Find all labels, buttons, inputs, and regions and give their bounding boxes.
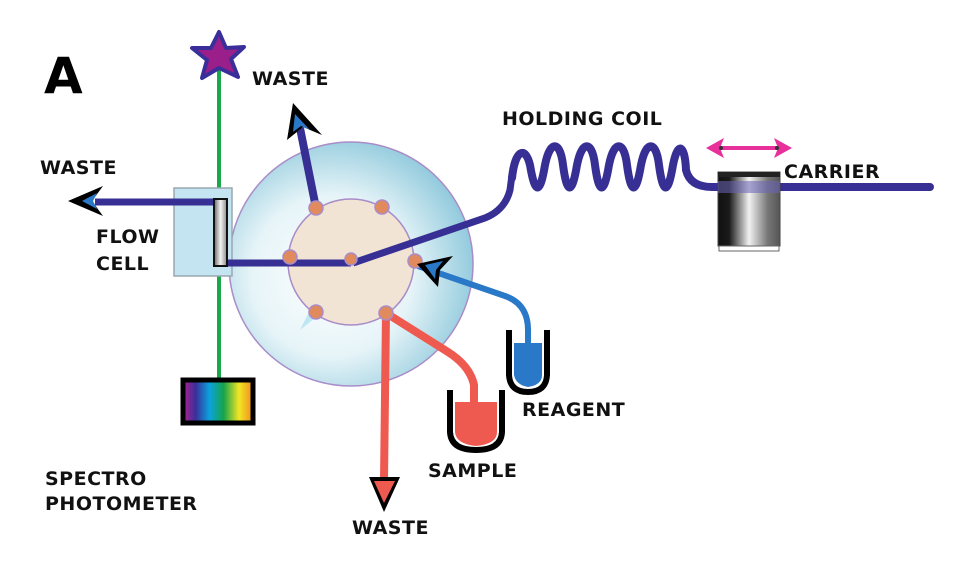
valve-port (374, 199, 390, 215)
label-reagent: REAGENT (522, 399, 625, 421)
reagent-beaker (506, 330, 550, 396)
valve-port (344, 252, 358, 266)
spectrophotometer-detector (180, 377, 256, 426)
label-carrier: CARRIER (784, 161, 880, 183)
valve-port (378, 305, 394, 321)
arrow-reagent-in-icon (417, 256, 453, 287)
sample-liquid (455, 402, 497, 446)
flow-cell-tube (213, 198, 228, 267)
label-spectro-line1: SPECTRO (45, 468, 147, 490)
arrow-waste-top-icon (287, 103, 322, 140)
holding-coil (508, 142, 934, 192)
arrow-waste-bottom-icon (369, 477, 400, 512)
panel-label: A (44, 47, 83, 105)
valve-ports (282, 199, 423, 321)
label-waste-left: WASTE (40, 157, 117, 179)
carrier-pump-base (718, 245, 780, 252)
label-spectro-line2: PHOTOMETER (45, 493, 198, 515)
label-holding-coil: HOLDING COIL (502, 108, 662, 130)
label-sample: SAMPLE (428, 460, 517, 482)
label-flow-cell-line2: CELL (96, 253, 149, 275)
light-source-star-icon (190, 30, 246, 80)
carrier-double-arrow-icon (706, 138, 792, 158)
label-waste-top: WASTE (252, 68, 329, 90)
reagent-liquid (514, 343, 542, 387)
carrier-pump-fluid (718, 181, 780, 193)
valve-port (308, 200, 324, 216)
sample-beaker (447, 390, 505, 454)
tube-valve-coil (351, 174, 516, 267)
arrow-waste-left-icon (68, 186, 103, 216)
valve-port (282, 249, 298, 265)
tube-waste-bottom (380, 312, 390, 481)
tube-valve-waste-top (296, 127, 320, 209)
valve-port (308, 304, 324, 320)
tube-reagent (417, 263, 531, 345)
carrier-pump-cap (718, 172, 780, 177)
label-waste-bottom: WASTE (352, 517, 429, 539)
label-flow-cell-line1: FLOW (96, 226, 160, 248)
tube-sample (383, 309, 478, 405)
